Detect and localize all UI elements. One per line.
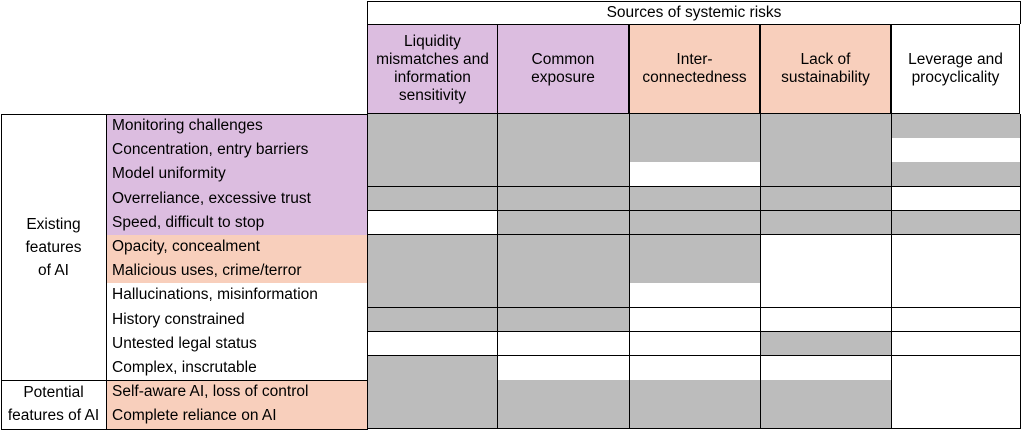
matrix-cell [630, 283, 761, 309]
matrix-cell [892, 404, 1021, 430]
matrix-cell [367, 259, 498, 284]
matrix-cell [892, 235, 1021, 260]
matrix-cell [498, 162, 630, 188]
matrix-cell [892, 259, 1021, 284]
matrix-cell [630, 114, 761, 139]
matrix-cell [761, 283, 892, 309]
matrix-cell [892, 356, 1021, 381]
matrix-cell [761, 356, 892, 381]
matrix-cell [367, 331, 498, 357]
matrix-cell [367, 235, 498, 260]
matrix-cell [498, 404, 630, 430]
matrix-cell [498, 356, 630, 381]
matrix-cell [892, 380, 1021, 405]
matrix-cell [630, 259, 761, 284]
row-label: Complete reliance on AI [106, 404, 367, 429]
matrix-cell [892, 307, 1021, 333]
column-header: Liquidity mismatches and information sen… [367, 24, 498, 114]
matrix-cell [367, 162, 498, 188]
table-title: Sources of systemic risks [367, 1, 1021, 24]
matrix-cell [367, 283, 498, 309]
row-label: Speed, difficult to stop [106, 210, 367, 235]
matrix-cell [498, 138, 630, 163]
matrix-cell [498, 114, 630, 139]
matrix-cell [761, 331, 892, 357]
matrix-cell [630, 186, 761, 212]
matrix-cell [630, 210, 761, 236]
matrix-cell [761, 307, 892, 333]
matrix-cell [761, 114, 892, 139]
matrix-cell [892, 186, 1021, 212]
matrix-cell [630, 331, 761, 357]
matrix-cell [367, 356, 498, 381]
matrix-cell [630, 380, 761, 405]
row-label: Opacity, concealment [106, 235, 367, 260]
matrix-cell [498, 210, 630, 236]
matrix-cell [761, 235, 892, 260]
group-label: Existing features of AI [25, 215, 82, 279]
column-header: Common exposure [497, 24, 629, 114]
matrix-cell [367, 380, 498, 405]
matrix-cell [892, 283, 1021, 309]
matrix-cell [367, 307, 498, 333]
matrix-cell [367, 114, 498, 139]
matrix-cell [892, 210, 1021, 236]
row-label: Monitoring challenges [106, 114, 367, 139]
matrix-cell [498, 331, 630, 357]
row-label: Complex, inscrutable [106, 356, 367, 381]
row-label: Self-aware AI, loss of control [106, 380, 367, 405]
matrix-cell [761, 138, 892, 163]
matrix-cell [761, 210, 892, 236]
matrix-cell [761, 186, 892, 212]
matrix-cell [630, 307, 761, 333]
matrix-cell [630, 162, 761, 188]
matrix-cell [630, 404, 761, 430]
matrix-cell [498, 186, 630, 212]
row-label: Concentration, entry barriers [106, 138, 367, 163]
matrix-cell [630, 356, 761, 381]
group-label: Potential features of AI [7, 384, 100, 425]
matrix-cell [892, 162, 1021, 188]
matrix-cell [498, 380, 630, 405]
matrix-cell [761, 380, 892, 405]
column-header: Inter- connectedness [629, 24, 760, 114]
matrix-cell [761, 259, 892, 284]
matrix-cell [498, 307, 630, 333]
row-label: Model uniformity [106, 162, 367, 187]
matrix-cell [892, 138, 1021, 163]
matrix-cell [498, 235, 630, 260]
row-label: Untested legal status [106, 331, 367, 356]
matrix-cell [630, 138, 761, 163]
row-label: Malicious uses, crime/terror [106, 259, 367, 284]
matrix-cell [498, 283, 630, 309]
matrix-cell [367, 186, 498, 212]
row-label: Overreliance, excessive trust [106, 186, 367, 211]
matrix-cell [367, 210, 498, 236]
matrix-cell [892, 331, 1021, 357]
matrix-cell [498, 259, 630, 284]
column-header: Leverage and procyclicality [891, 24, 1020, 114]
matrix-cell [761, 404, 892, 430]
row-label: History constrained [106, 307, 367, 332]
matrix-cell [761, 162, 892, 188]
matrix-cell [892, 114, 1021, 139]
matrix-cell [630, 235, 761, 260]
matrix-cell [367, 138, 498, 163]
matrix-cell [367, 404, 498, 430]
row-label: Hallucinations, misinformation [106, 283, 367, 308]
column-header: Lack of sustainability [760, 24, 891, 114]
